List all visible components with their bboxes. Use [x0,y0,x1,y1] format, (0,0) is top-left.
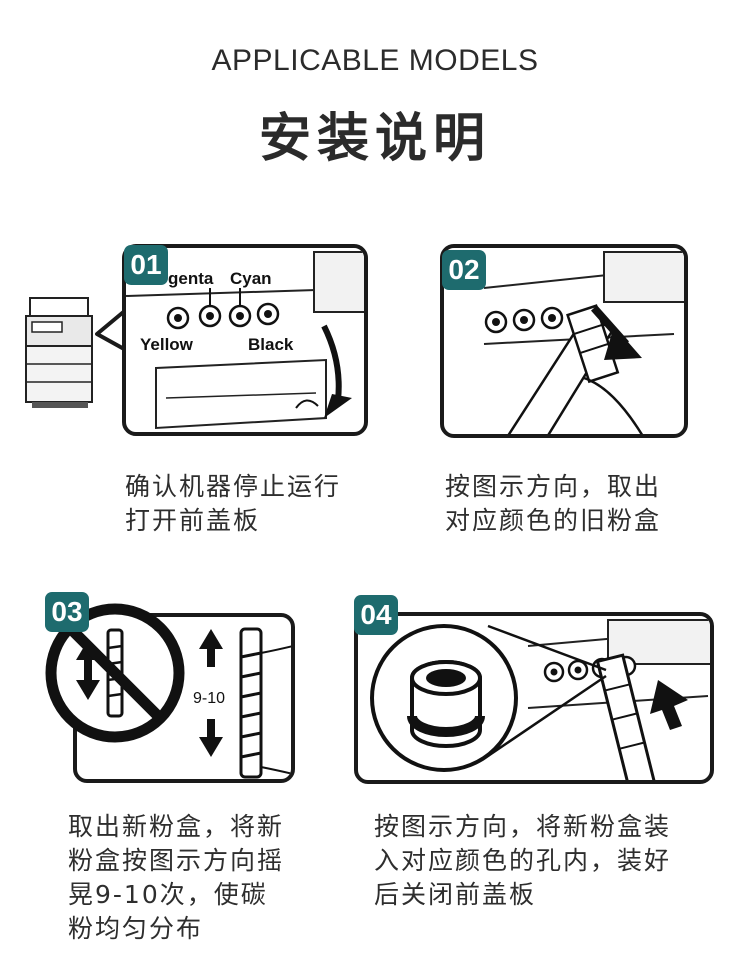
step-02-badge: 02 [442,250,486,290]
step-04-caption: 按图示方向，将新粉盒装 入对应颜色的孔内，装好 后关闭前盖板 [374,812,672,909]
step-03-badge: 03 [45,592,89,632]
step-01-illustration: genta Cyan Yellow Black [122,244,368,436]
prohibited-icon [45,603,185,743]
label-magenta: genta [168,269,214,288]
step-02-caption: 按图示方向，取出 对应颜色的旧粉盒 [445,472,662,535]
page-title: 安装说明 [258,109,491,169]
copier-illustration [25,297,93,408]
step-04-badge: 04 [354,595,398,635]
label-cyan: Cyan [230,269,272,288]
step-01-caption: 确认机器停止运行 打开前盖板 [125,472,342,535]
label-yellow: Yellow [140,335,194,354]
step-03-caption: 取出新粉盒，将新 粉盒按图示方向摇 晃9-10次，使碳 粉均匀分布 [68,812,285,943]
shake-count-label: 9-10 [193,690,225,707]
label-black: Black [248,335,294,354]
step-01-badge: 01 [124,245,168,285]
page-subtitle: APPLICABLE MODELS [211,44,539,77]
step-04-illustration [354,612,714,784]
